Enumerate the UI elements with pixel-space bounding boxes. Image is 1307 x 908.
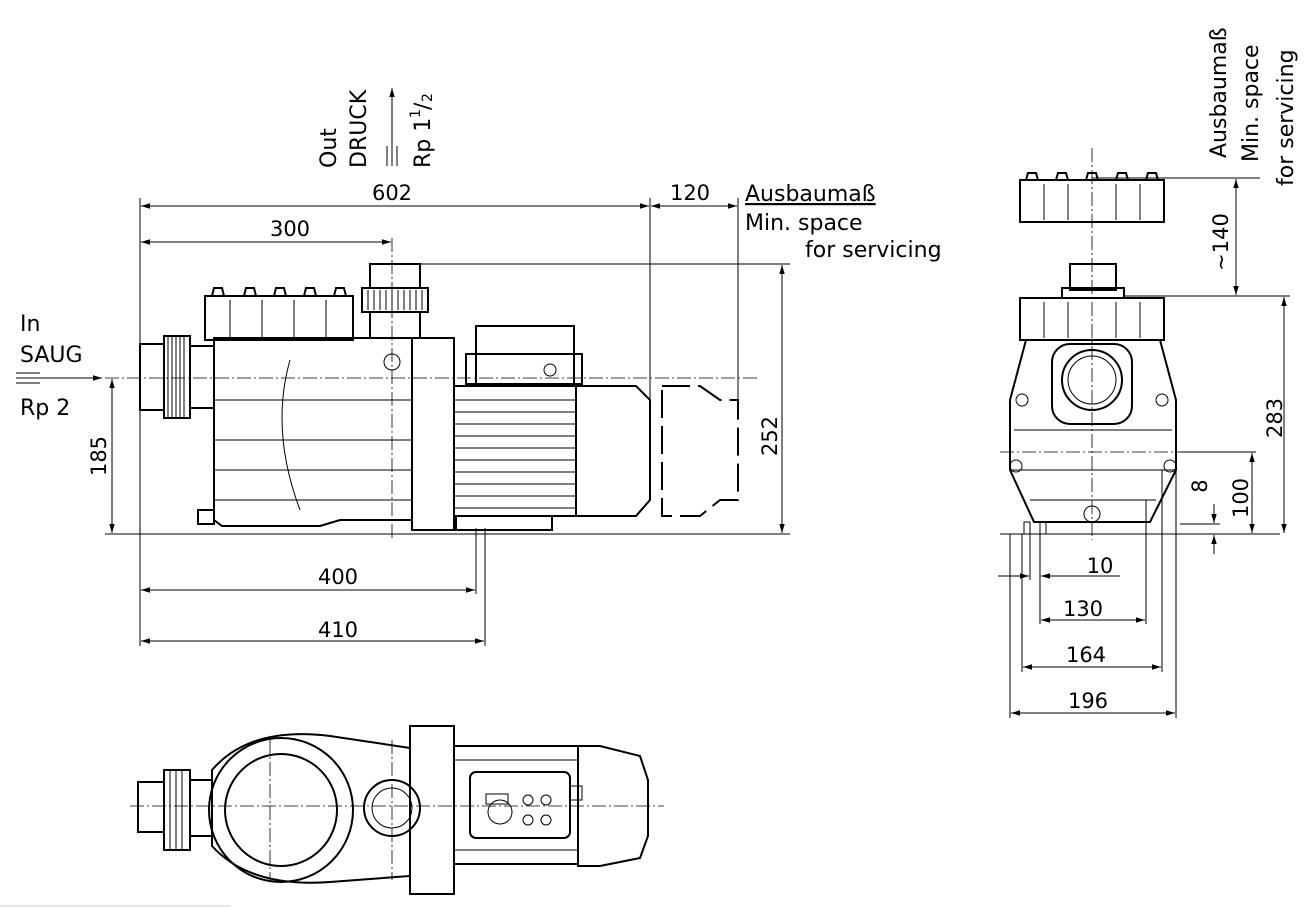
dim-10: 10 [1087,554,1114,578]
service-label-de: Ausbaumaß [745,182,876,207]
dim-140: ~140 [1209,213,1233,271]
bolt-icon [1155,393,1169,407]
top-lid-ring [208,737,354,883]
top-outlet-port [363,779,421,837]
dim-300: 300 [270,217,310,241]
outlet-connector [361,263,429,339]
dim-130: 130 [1063,597,1103,621]
dim-164: 164 [1066,643,1106,667]
rp-in-label: Rp 2 [20,396,70,421]
dim-400: 400 [318,565,358,589]
lid-service-position [1019,172,1165,223]
svg-text:2: 2 [420,93,436,102]
top-view [130,725,664,895]
in-label: In [20,312,40,337]
motor-body [453,325,583,531]
saug-label: SAUG [20,343,83,368]
bolt-icon [1015,393,1029,407]
druck-label: DRUCK [347,89,372,168]
fan-cover [575,385,651,517]
top-fan-cover [577,745,649,867]
service-label-en-2: for servicing [805,238,942,263]
top-motor [453,745,579,865]
terminal-box [469,771,571,839]
svg-text:/: / [411,102,436,110]
front-service-label-en-1: Min. space [1239,44,1264,162]
dim-196: 196 [1068,689,1108,713]
dim-602: 602 [372,181,412,205]
bolt-icon [1009,459,1023,473]
dim-252: 252 [758,416,782,456]
dim-185: 185 [87,436,111,476]
front-service-label-en-2: for servicing [1274,49,1299,186]
dim-120: 120 [670,181,710,205]
top-inlet-nut [163,769,191,851]
service-label-en-1: Min. space [745,211,863,236]
bolt-icon [1163,459,1177,473]
svg-text:Rp 1: Rp 1 [411,118,436,168]
front-inlet-port [1061,349,1123,411]
dim-100: 100 [1229,478,1253,518]
top-lid [224,753,338,867]
front-service-label-de: Ausbaumaß [1207,27,1232,158]
front-view: ~140 283 100 8 10 130 164 196 Ausbaumaß … [998,27,1299,718]
rp-out-label: Rp 1 1 / 2 [408,93,436,168]
inlet-connector [139,335,215,419]
front-outlet [1069,263,1117,291]
pump-housing [197,337,413,527]
dim-283: 283 [1263,398,1287,438]
svg-text:1: 1 [408,109,424,118]
out-label: Out [317,128,342,168]
side-view: 602 120 300 400 410 252 185 In SAUG Rp 2… [16,88,942,646]
drain-plug-icon [1083,505,1101,523]
mounting-plate [411,337,455,531]
front-housing [1009,339,1177,523]
dim-410: 410 [318,618,358,642]
fan-cover-service-space [661,385,739,517]
front-inlet-frame [1051,343,1133,425]
strainer-lid [204,287,354,341]
dim-8: 8 [1188,479,1212,492]
